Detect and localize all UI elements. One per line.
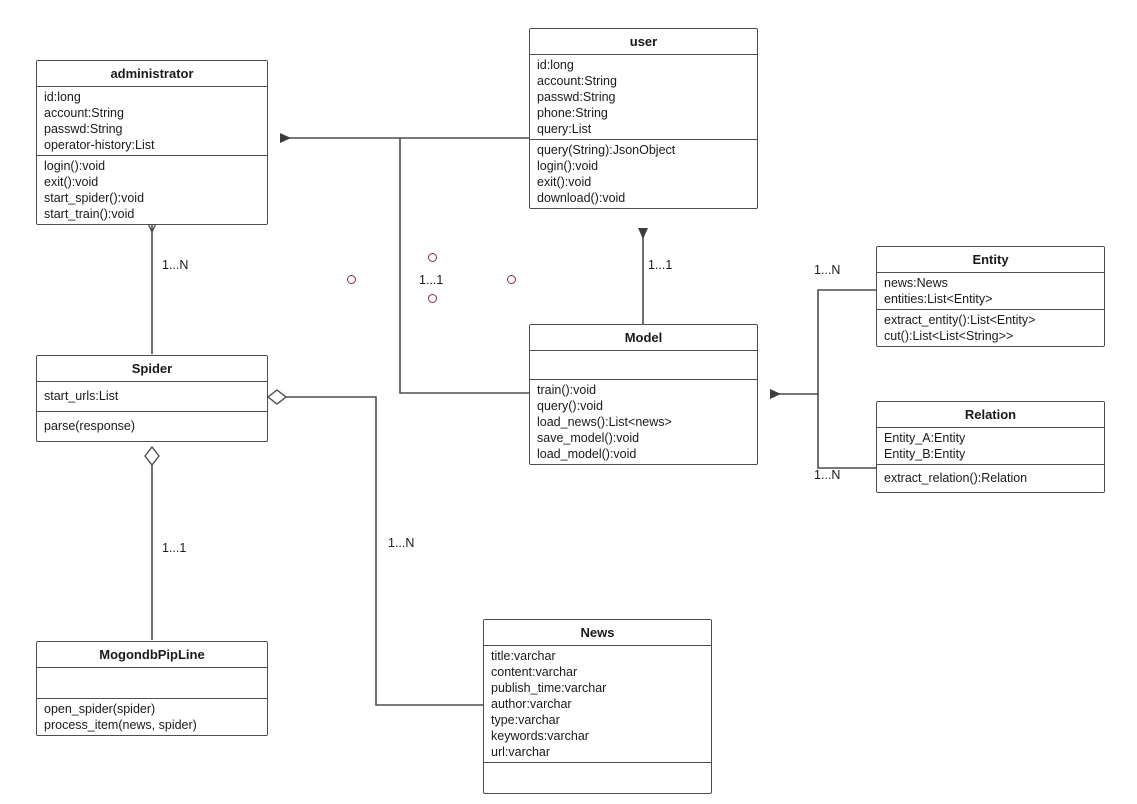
multiplicity-model-admin: 1...1 [419,273,444,287]
methods-mogondbpipline: open_spider(spider) process_item(news, s… [37,699,267,735]
method-row: process_item(news, spider) [44,718,197,732]
attribute-row: type:varchar [491,713,560,727]
method-row: train():void [537,383,597,397]
attributes-entity: news:News entities:List<Entity> [877,273,1104,310]
attribute-row: publish_time:varchar [491,681,607,695]
attribute-row: account:String [537,74,617,88]
connector-entity-relation-to-model [770,289,876,469]
method-row: query():void [537,399,603,413]
class-model[interactable]: Model train():void query():void load_new… [529,324,758,465]
method-row: open_spider(spider) [44,702,156,716]
method-row: exit():void [537,175,592,189]
connector-mogondbpipline-to-spider [144,445,160,640]
method-row: cut():List<List<String>> [884,329,1014,343]
edit-handle[interactable] [347,275,356,284]
method-row: exit():void [44,175,99,189]
attribute-row: start_urls:List [44,389,119,403]
method-row: load_news():List<news> [537,415,672,429]
connector-news-to-spider [266,389,483,706]
class-title-model: Model [530,325,757,351]
method-row: login():void [537,159,599,173]
attributes-relation: Entity_A:Entity Entity_B:Entity [877,428,1104,465]
method-row: start_train():void [44,207,135,221]
edit-handle[interactable] [428,294,437,303]
attributes-news: title:varchar content:varchar publish_ti… [484,646,711,763]
class-administrator[interactable]: administrator id:long account:String pas… [36,60,268,225]
method-row: parse(response) [44,419,136,433]
attribute-row: passwd:String [537,90,616,104]
methods-spider: parse(response) [37,412,267,441]
method-row: start_spider():void [44,191,145,205]
edit-handle[interactable] [428,253,437,262]
method-row: extract_relation():Relation [884,471,1028,485]
class-title-entity: Entity [877,247,1104,273]
class-mogondbpipline[interactable]: MogondbPipLine open_spider(spider) proce… [36,641,268,736]
attribute-row: passwd:String [44,122,123,136]
class-title-administrator: administrator [37,61,267,87]
attribute-row: url:varchar [491,745,551,759]
attribute-row: Entity_B:Entity [884,447,966,461]
class-title-mogondbpipline: MogondbPipLine [37,642,267,668]
class-spider[interactable]: Spider start_urls:List parse(response) [36,355,268,442]
methods-entity: extract_entity():List<Entity> cut():List… [877,310,1104,346]
multiplicity-relation-model: 1...N [814,468,841,482]
multiplicity-admin-spider: 1...N [162,258,189,272]
attribute-row: account:String [44,106,124,120]
attribute-row: query:List [537,122,592,136]
class-title-relation: Relation [877,402,1104,428]
multiplicity-spider-news: 1...N [388,536,415,550]
methods-relation: extract_relation():Relation [877,465,1104,492]
class-title-news: News [484,620,711,646]
attribute-row: Entity_A:Entity [884,431,966,445]
attribute-row: news:News [884,276,948,290]
attribute-row: entities:List<Entity> [884,292,993,306]
attribute-row: content:varchar [491,665,578,679]
method-row: save_model():void [537,431,640,445]
methods-model: train():void query():void load_news():Li… [530,380,757,464]
methods-news [484,763,711,793]
multiplicity-spider-mogondb: 1...1 [162,541,187,555]
class-relation[interactable]: Relation Entity_A:Entity Entity_B:Entity… [876,401,1105,493]
method-row: extract_entity():List<Entity> [884,313,1036,327]
class-news[interactable]: News title:varchar content:varchar publi… [483,619,712,794]
class-title-user: user [530,29,757,55]
methods-administrator: login():void exit():void start_spider():… [37,156,267,224]
class-entity[interactable]: Entity news:News entities:List<Entity> e… [876,246,1105,347]
connector-model-to-administrator [280,133,530,394]
class-user[interactable]: user id:long account:String passwd:Strin… [529,28,758,209]
attribute-row: id:long [537,58,574,72]
multiplicity-entity-model: 1...N [814,263,841,277]
attribute-row: id:long [44,90,81,104]
attributes-mogondbpipline [37,668,267,699]
methods-user: query(String):JsonObject login():void ex… [530,140,757,208]
method-row: download():void [537,191,626,205]
attribute-row: author:varchar [491,697,572,711]
attributes-administrator: id:long account:String passwd:String ope… [37,87,267,156]
edit-handle[interactable] [507,275,516,284]
method-row: query(String):JsonObject [537,143,676,157]
multiplicity-model-user: 1...1 [648,258,673,272]
method-row: login():void [44,159,106,173]
attributes-user: id:long account:String passwd:String pho… [530,55,757,140]
attribute-row: title:varchar [491,649,556,663]
class-title-spider: Spider [37,356,267,382]
attributes-spider: start_urls:List [37,382,267,412]
attribute-row: operator-history:List [44,138,155,152]
attributes-model [530,351,757,380]
attribute-row: phone:String [537,106,608,120]
method-row: load_model():void [537,447,637,461]
attribute-row: keywords:varchar [491,729,589,743]
